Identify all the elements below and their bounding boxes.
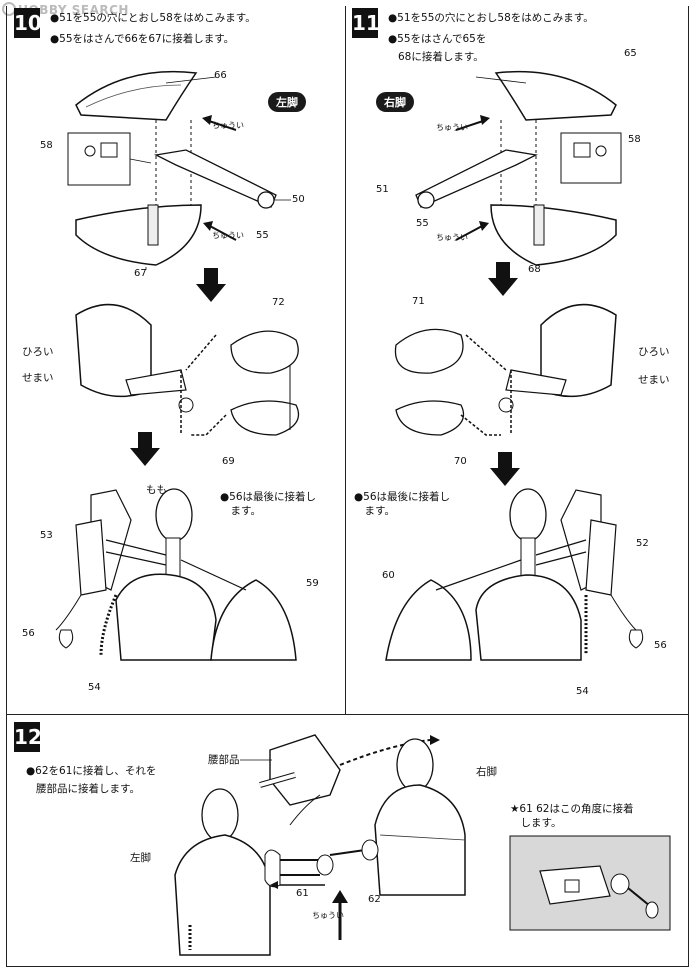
caution-label-2: ちゅうい — [212, 231, 244, 240]
label-wide: ひろい — [638, 346, 670, 358]
label-left-leg: 左脚 — [130, 852, 151, 864]
step-11-note: ●56は最後に接着し ます。 — [354, 491, 451, 517]
label-wide: ひろい — [22, 346, 54, 358]
down-arrow-icon — [130, 432, 160, 466]
callout-54: 54 — [88, 682, 101, 693]
callout-69: 69 — [222, 456, 235, 467]
callout-55: 55 — [256, 230, 269, 241]
step-10-middle-parts — [75, 303, 300, 436]
step-10-note: ●56は最後に接着し ます。 — [220, 491, 317, 517]
caution-label-1: ちゅうい — [212, 121, 244, 130]
down-arrow-icon — [490, 452, 520, 486]
label-narrow: せまい — [638, 374, 670, 386]
frame-left — [6, 6, 7, 966]
callout-70: 70 — [454, 456, 467, 467]
callout-50: 50 — [292, 194, 305, 205]
step-11-middle-parts — [394, 303, 617, 436]
down-arrow-icon — [488, 262, 518, 296]
side-label-right-leg: 右脚 — [376, 92, 414, 112]
callout-56: 56 — [22, 628, 35, 639]
angle-reference-inset — [509, 835, 671, 931]
callout-54: 54 — [576, 686, 589, 697]
side-label-left-leg: 左脚 — [268, 92, 306, 112]
callout-71: 71 — [412, 296, 425, 307]
watermark-text: HOBBY SEARCH — [18, 3, 129, 17]
label-right-leg: 右脚 — [476, 766, 497, 778]
step-12-line1: ●62を61に接着し、それを — [26, 765, 157, 777]
callout-51: 51 — [376, 184, 389, 195]
frame-right — [688, 6, 689, 966]
label-narrow: せまい — [22, 372, 54, 384]
step-number: 10 — [14, 8, 42, 38]
step-11-line2: ●55をはさんで65を — [388, 33, 487, 45]
step-number: 12 — [14, 722, 42, 752]
step-12-assembly — [174, 734, 466, 956]
callout-72: 72 — [272, 297, 285, 308]
caution-label-1: ちゅうい — [436, 123, 468, 132]
callout-56: 56 — [654, 640, 667, 651]
callout-66: 66 — [214, 70, 227, 81]
step-10-line1: ●51を55の穴にとおし58をはめこみます。 — [50, 12, 256, 24]
divider-vertical — [345, 6, 346, 714]
step-10-lower-parts — [55, 488, 297, 661]
callout-53: 53 — [40, 530, 53, 541]
callout-52: 52 — [636, 538, 649, 549]
step-11-line1: ●51を55の穴にとおし58をはめこみます。 — [388, 12, 594, 24]
step-10-upper-parts — [67, 70, 291, 270]
callout-61: 61 — [296, 888, 309, 899]
divider-horizontal — [6, 714, 688, 715]
callout-58: 58 — [40, 140, 53, 151]
label-waist-part: 腰部品 — [208, 754, 240, 766]
step-11-upper-parts — [415, 70, 622, 266]
frame-bottom — [6, 966, 689, 967]
callout-60: 60 — [382, 570, 395, 581]
callout-68: 68 — [528, 264, 541, 275]
callout-62: 62 — [368, 894, 381, 905]
callout-58: 58 — [628, 134, 641, 145]
caution-label: ちゅうい — [312, 911, 344, 920]
step-number: 11 — [352, 8, 380, 38]
step-11-line3: 68に接着します。 — [398, 51, 484, 63]
step-12-line2: 腰部品に接着します。 — [36, 783, 140, 795]
down-arrow-icon — [196, 268, 226, 302]
step-11-lower-parts — [385, 488, 644, 661]
callout-65: 65 — [624, 48, 637, 59]
callout-55: 55 — [416, 218, 429, 229]
step-10-line2: ●55をはさんで66を67に接着します。 — [50, 33, 235, 45]
label-thigh: もも — [146, 484, 167, 496]
callout-67: 67 — [134, 268, 147, 279]
angle-note: ★61 62はこの角度に接着 します。 — [510, 803, 634, 829]
caution-label-2: ちゅうい — [436, 233, 468, 242]
callout-59: 59 — [306, 578, 319, 589]
